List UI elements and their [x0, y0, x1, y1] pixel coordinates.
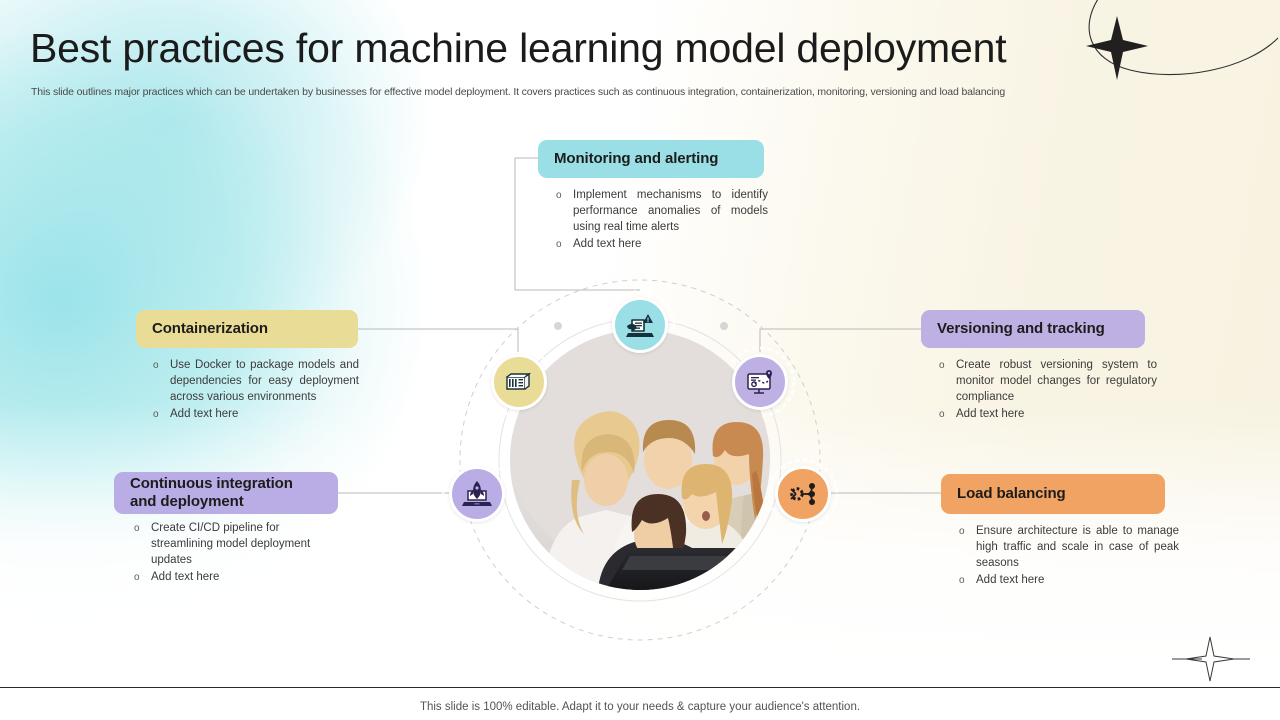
label-load-balancing[interactable]: Load balancing: [941, 474, 1165, 514]
hub-icon-containerization[interactable]: [491, 354, 547, 410]
label-versioning[interactable]: Versioning and tracking: [921, 310, 1145, 348]
page-subtitle: This slide outlines major practices whic…: [31, 86, 1006, 98]
bullet-text: Add text here: [151, 570, 220, 583]
hub-icon-load-balancing[interactable]: [775, 466, 831, 522]
bullets-load-balancing: o Ensure architecture is able to manage …: [959, 524, 1179, 589]
bullet-marker: o: [134, 571, 140, 583]
hub-icon-versioning[interactable]: [732, 354, 788, 410]
bullet-marker: o: [556, 238, 562, 250]
list-item: o Use Docker to package models and depen…: [153, 358, 359, 406]
bullet-text: Ensure architecture is able to manage hi…: [976, 525, 1179, 569]
list-item: o Add text here: [134, 570, 330, 586]
label-containerization[interactable]: Containerization: [136, 310, 358, 348]
bullet-text: Implement mechanisms to identify perform…: [573, 189, 768, 233]
bullet-marker: o: [134, 523, 140, 534]
bullet-marker: o: [959, 574, 965, 586]
bullets-monitoring: o Implement mechanisms to identify perfo…: [556, 188, 768, 253]
bullet-text: Create robust versioning system to monit…: [956, 359, 1157, 403]
laptop-rocket-icon: [462, 481, 492, 506]
bullet-marker: o: [939, 360, 945, 371]
bullets-containerization: o Use Docker to package models and depen…: [153, 358, 359, 423]
bullet-marker: o: [959, 526, 965, 537]
orbit-dot-3: [720, 322, 728, 330]
list-item: o Add text here: [939, 407, 1157, 423]
hub-icon-cicd[interactable]: [449, 466, 505, 522]
list-item: o Add text here: [153, 407, 359, 423]
bullet-marker: o: [556, 190, 562, 201]
server-rack-icon: [506, 372, 532, 390]
laptop-alert-icon: [626, 314, 654, 337]
footer-note: This slide is 100% editable. Adapt it to…: [419, 701, 861, 713]
label-cicd[interactable]: Continuous integration and deployment: [114, 472, 338, 514]
bullet-text: Add text here: [170, 407, 239, 420]
bullet-marker: o: [939, 408, 945, 420]
label-versioning-text: Versioning and tracking: [937, 320, 1105, 338]
list-item: o Add text here: [556, 237, 768, 253]
bullet-marker: o: [153, 360, 159, 371]
connector-monitoring: [514, 157, 640, 291]
footer-divider: [0, 687, 1280, 688]
network-nodes-icon: [790, 483, 815, 505]
label-containerization-text: Containerization: [152, 320, 268, 338]
star-decoration-bottom-right: [1172, 629, 1272, 694]
list-item: o Create robust versioning system to mon…: [939, 358, 1157, 406]
list-item: o Implement mechanisms to identify perfo…: [556, 188, 768, 236]
bullet-text: Use Docker to package models and depende…: [170, 359, 359, 403]
star-swoosh-decoration-top-right: [1060, 0, 1280, 109]
list-item: o Create CI/CD pipeline for streamlining…: [134, 521, 330, 569]
team-photo: [510, 330, 770, 590]
bullet-text: Add text here: [573, 237, 642, 250]
bullet-text: Add text here: [976, 573, 1045, 586]
bullet-text: Add text here: [956, 407, 1025, 420]
hub-icon-monitoring[interactable]: [612, 297, 668, 353]
list-item: o Ensure architecture is able to manage …: [959, 524, 1179, 572]
monitor-tracking-icon: [747, 370, 772, 394]
page-title: Best practices for machine learning mode…: [30, 25, 1007, 71]
label-cicd-text: Continuous integration and deployment: [130, 475, 293, 510]
label-monitoring-text: Monitoring and alerting: [554, 150, 719, 168]
bullets-versioning: o Create robust versioning system to mon…: [939, 358, 1157, 423]
orbit-dashed-circle: [459, 279, 821, 641]
label-monitoring[interactable]: Monitoring and alerting: [538, 140, 764, 178]
label-load-balancing-text: Load balancing: [957, 485, 1066, 503]
orbit-dot-2: [554, 322, 562, 330]
bullets-cicd: o Create CI/CD pipeline for streamlining…: [134, 521, 330, 586]
bullet-text: Create CI/CD pipeline for streamlining m…: [151, 522, 311, 566]
list-item: o Add text here: [959, 573, 1179, 589]
bullet-marker: o: [153, 408, 159, 420]
